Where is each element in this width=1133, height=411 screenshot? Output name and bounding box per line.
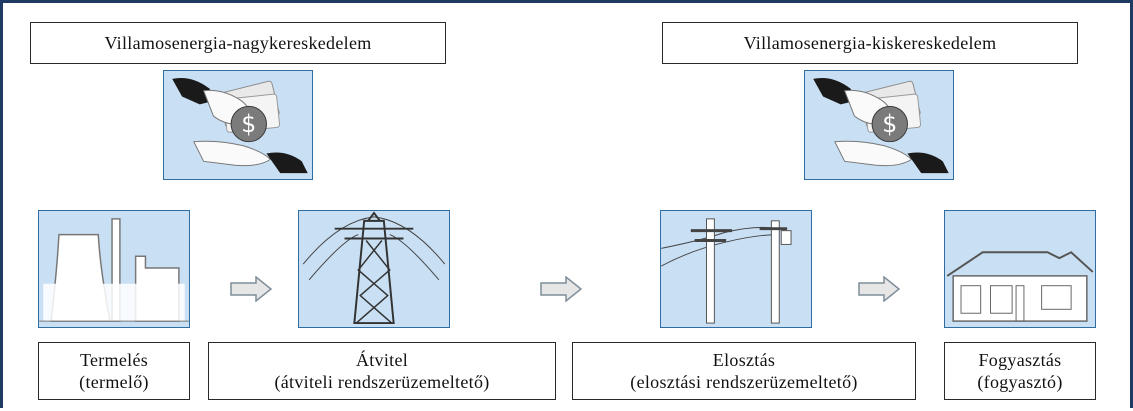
retail-money-exchange-icon: $ (804, 70, 954, 180)
right-arrow-icon (540, 276, 582, 302)
stage-name: Termelés (79, 350, 149, 370)
stage-consumption-label: Fogyasztás (fogyasztó) (944, 342, 1096, 400)
svg-text:$: $ (882, 110, 897, 138)
wholesale-money-exchange-icon: $ (163, 70, 313, 180)
utility-pole-icon (660, 210, 812, 328)
stage-name: Elosztás (712, 350, 776, 370)
wholesale-header: Villamosenergia-nagykereskedelem (30, 22, 446, 64)
right-arrow-icon (858, 276, 900, 302)
stage-name: Fogyasztás (978, 350, 1062, 370)
stage-role: (átviteli rendszerüzemeltető) (274, 372, 490, 392)
stage-role: (termelő) (79, 372, 149, 392)
stage-production-label: Termelés (termelő) (38, 342, 190, 400)
stage-role: (fogyasztó) (977, 372, 1063, 392)
power-plant-icon (38, 210, 190, 328)
retail-header-text: Villamosenergia-kiskereskedelem (743, 33, 997, 53)
stage-role: (elosztási rendszerüzemeltető) (630, 372, 858, 392)
right-arrow-icon (230, 276, 272, 302)
svg-text:$: $ (241, 110, 256, 138)
house-icon (944, 210, 1096, 328)
wholesale-header-text: Villamosenergia-nagykereskedelem (104, 33, 372, 53)
stage-transmission-label: Átvitel (átviteli rendszerüzemeltető) (208, 342, 556, 400)
transmission-tower-icon (298, 210, 450, 328)
retail-header: Villamosenergia-kiskereskedelem (662, 22, 1078, 64)
stage-name: Átvitel (355, 350, 409, 370)
stage-distribution-label: Elosztás (elosztási rendszerüzemeltető) (572, 342, 916, 400)
